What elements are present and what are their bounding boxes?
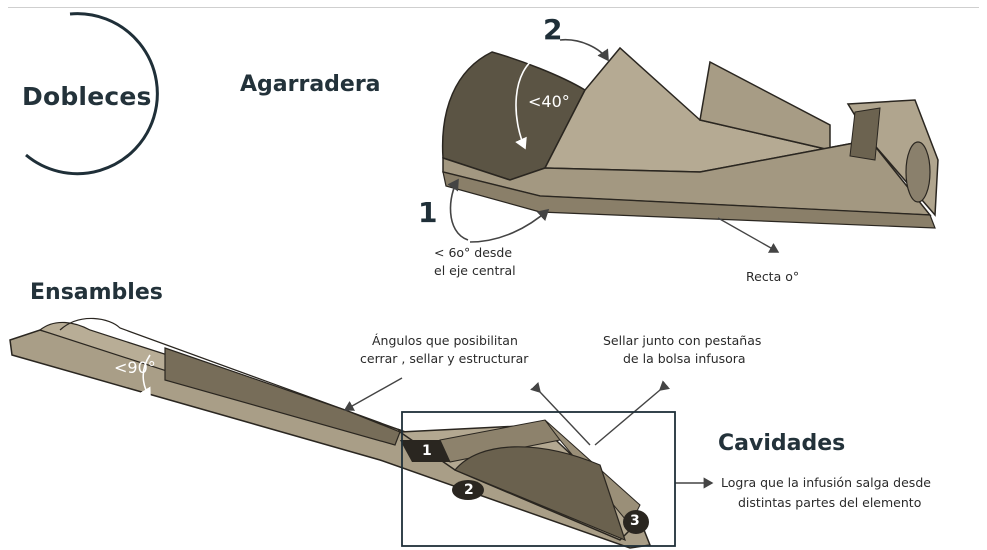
angles-note-line1: Ángulos que posibilitan (372, 332, 518, 349)
seal-note-line1: Sellar junto con pestañas (603, 332, 761, 349)
fold2-number: 2 (543, 13, 562, 46)
seal-arrow (595, 390, 660, 445)
cavity-2-label: 2 (464, 482, 474, 498)
straight-note: Recta o° (746, 268, 799, 285)
cavidades-note-line1: Logra que la infusión salga desde (721, 474, 931, 491)
agarradera-model (443, 48, 938, 228)
fold1-note-line2: el eje central (434, 262, 516, 279)
agarradera-title: Agarradera (240, 72, 381, 97)
ensambles-angle: <90° (114, 358, 156, 377)
seal-note-line2: de la bolsa infusora (623, 350, 746, 367)
angles-note-line2: cerrar , sellar y estructurar (360, 350, 528, 367)
fold2-angle: <40° (528, 92, 570, 111)
straight-arrow (718, 218, 778, 252)
ensambles-title: Ensambles (30, 280, 163, 305)
cavity-1-label: 1 (422, 443, 432, 459)
fold1-arrow-b (470, 210, 548, 242)
angles-arrow (345, 378, 402, 410)
fold2-arrow-top (560, 40, 608, 60)
cavidades-note-line2: distintas partes del elemento (738, 494, 921, 511)
ensambles-model (10, 318, 650, 548)
cavidades-title: Cavidades (718, 431, 845, 456)
cavity-3-label: 3 (630, 513, 640, 529)
fold1-note-line1: < 6o° desde (434, 244, 512, 261)
fold1-number: 1 (418, 196, 437, 229)
dobleces-title: Dobleces (22, 82, 152, 111)
